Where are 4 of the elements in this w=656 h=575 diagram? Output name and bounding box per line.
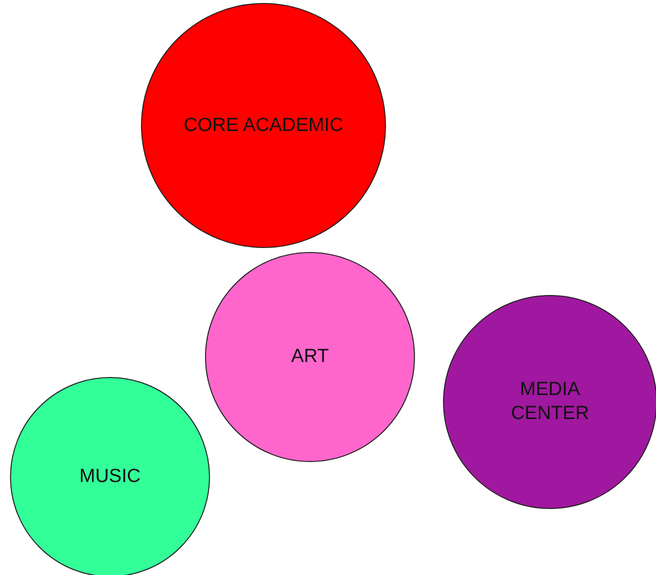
node-label: MEDIA CENTER (510, 378, 590, 426)
node-label: ART (291, 345, 329, 369)
node-label: CORE ACADEMIC (184, 114, 344, 138)
node-label: MUSIC (79, 465, 141, 489)
